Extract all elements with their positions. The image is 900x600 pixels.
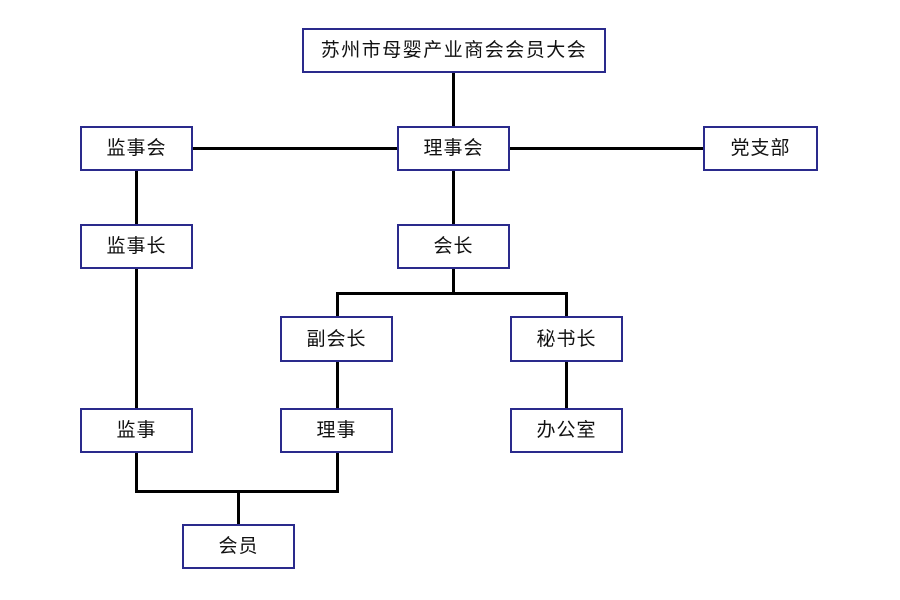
node-secretary-general-label: 秘书长 <box>536 327 597 350</box>
node-supervisor-label: 监事 <box>116 419 157 441</box>
connector-director-drop <box>336 453 339 493</box>
connector-president-branch-bar <box>336 292 568 295</box>
node-member-label: 会员 <box>218 535 259 557</box>
node-assembly[interactable]: 苏州市母婴产业商会会员大会 <box>302 28 606 73</box>
connector-council-to-supervisory-board <box>193 147 397 150</box>
node-supervisory-board-label: 监事会 <box>106 137 167 159</box>
connector-chief-supervisor-to-supervisor <box>135 269 138 408</box>
node-member[interactable]: 会员 <box>182 524 295 569</box>
node-party-branch-label: 党支部 <box>730 137 791 159</box>
connector-assembly-to-council <box>452 73 455 126</box>
connector-president-stem <box>452 269 455 294</box>
node-party-branch[interactable]: 党支部 <box>703 126 818 171</box>
node-council-label: 理事会 <box>423 137 484 159</box>
node-office[interactable]: 办公室 <box>510 408 623 453</box>
connector-supervisor-drop <box>135 453 138 493</box>
node-council[interactable]: 理事会 <box>397 126 510 171</box>
node-director-label: 理事 <box>316 419 357 441</box>
connector-supervisory-board-to-chief-supervisor <box>135 171 138 224</box>
node-supervisor[interactable]: 监事 <box>80 408 193 453</box>
node-chief-supervisor-label: 监事长 <box>106 235 167 257</box>
connector-president-to-vice-president <box>336 292 339 316</box>
node-vice-president[interactable]: 副会长 <box>280 316 393 362</box>
connector-council-to-party-branch <box>510 147 703 150</box>
node-assembly-label: 苏州市母婴产业商会会员大会 <box>320 39 588 61</box>
node-supervisory-board[interactable]: 监事会 <box>80 126 193 171</box>
node-president-label: 会长 <box>433 235 474 257</box>
connector-secretary-general-to-office <box>565 362 568 408</box>
node-chief-supervisor[interactable]: 监事长 <box>80 224 193 269</box>
node-director[interactable]: 理事 <box>280 408 393 453</box>
connector-vice-president-to-director <box>336 362 339 408</box>
node-vice-president-label: 副会长 <box>306 327 367 350</box>
node-office-label: 办公室 <box>536 419 597 441</box>
connector-merge-to-member <box>237 490 240 524</box>
node-president[interactable]: 会长 <box>397 224 510 269</box>
connector-council-to-president <box>452 171 455 224</box>
node-secretary-general[interactable]: 秘书长 <box>510 316 623 362</box>
connector-president-to-secretary-general <box>565 292 568 316</box>
